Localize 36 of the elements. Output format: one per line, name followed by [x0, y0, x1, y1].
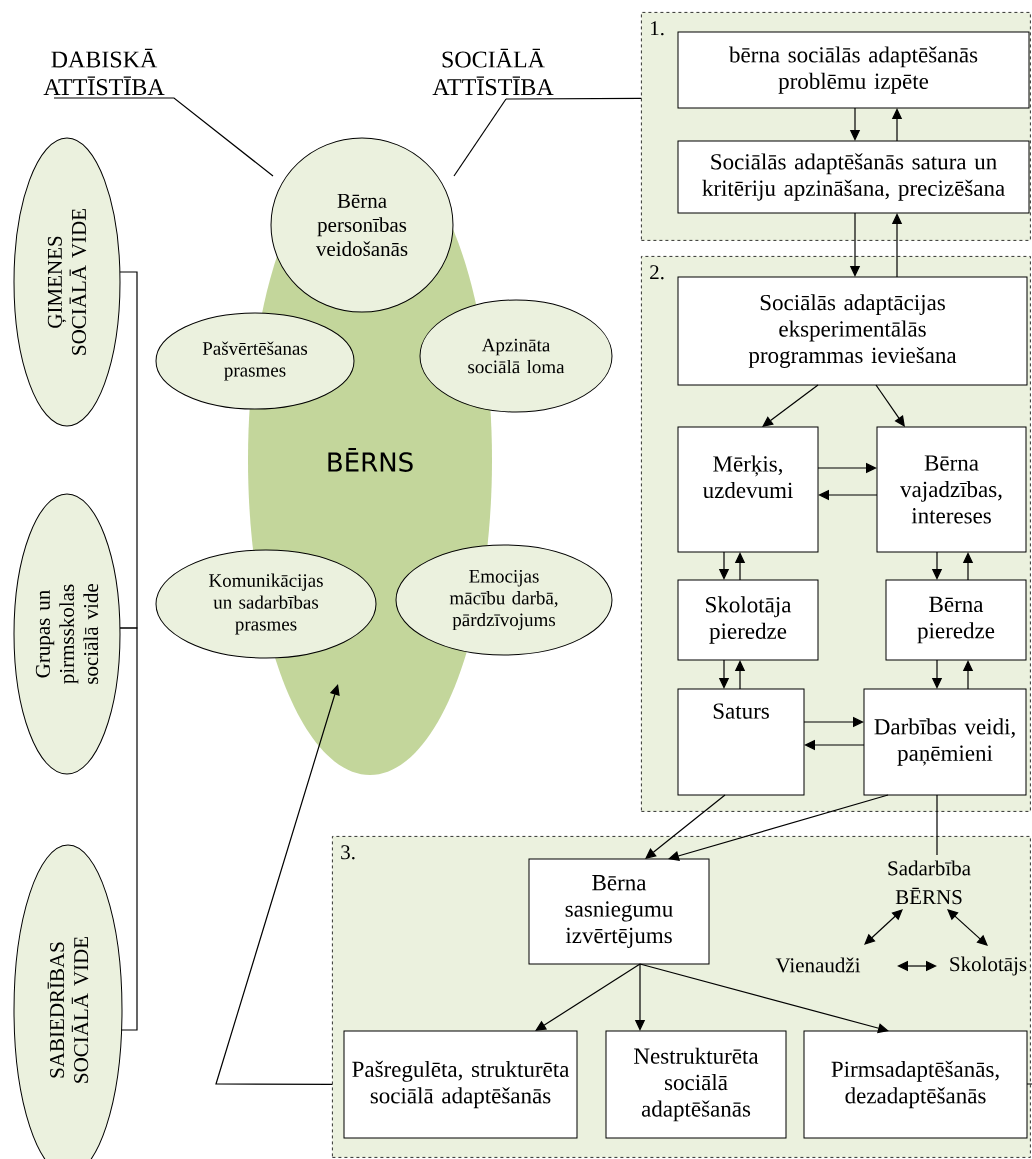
process-box: Mērķis, uzdevumi [677, 426, 819, 553]
arrow [897, 960, 937, 972]
process-box: Darbības veidi, paņēmieni [863, 688, 1027, 796]
connector-line [119, 271, 138, 629]
process-box: Nestrukturēta sociālā adaptēšanās [605, 1030, 787, 1139]
label-text: SOCIĀLĀ ATTĪSTĪBA [432, 48, 554, 96]
connector-line [936, 794, 938, 856]
label-text: Skolotājs [950, 956, 1027, 976]
process-box: Skolotāja pieredze [677, 579, 819, 661]
label-text: BĒRNS [895, 887, 962, 905]
step-number: 2. [650, 265, 664, 280]
connector-line [119, 627, 138, 1031]
step-number: 1. [651, 21, 664, 36]
arrow [535, 963, 641, 1031]
step-number: 3. [341, 845, 355, 860]
label-text: Sadarbība [888, 860, 971, 876]
process-box: Pašregulēta, strukturēta sociālā adaptēšanās [343, 1030, 578, 1139]
leader-line [453, 98, 507, 177]
process-box: Saturs [677, 688, 805, 796]
connector-line [1026, 1083, 1032, 1085]
label-text: Vienaudži [775, 957, 861, 973]
arrow [215, 684, 340, 1085]
process-box: Sociālās adaptēšanās satura un kritēriju apzināšana, precizēšana [677, 140, 1030, 214]
process-box: Pirmsadaptēšanās, dezadaptēšanās [803, 1030, 1028, 1139]
leader-line [53, 97, 274, 177]
arrow [947, 909, 988, 946]
connector-line [505, 97, 642, 100]
arrow [875, 384, 905, 427]
process-box: Sociālās adaptācijas eksperimentālās programmas ieviešana [677, 276, 1028, 386]
process-box: Bērna vajadzības, intereses [876, 426, 1027, 553]
arrow [762, 384, 819, 427]
process-box: bērna sociālās adaptēšanās problēmu izpēte [677, 31, 1030, 109]
arrow [864, 909, 903, 945]
process-box: Bērna sasniegumu izvērtējums [528, 858, 710, 965]
label-text: DABISKĀ ATTĪSTĪBA [43, 48, 165, 96]
process-box: Bērna pieredze [885, 579, 1027, 661]
